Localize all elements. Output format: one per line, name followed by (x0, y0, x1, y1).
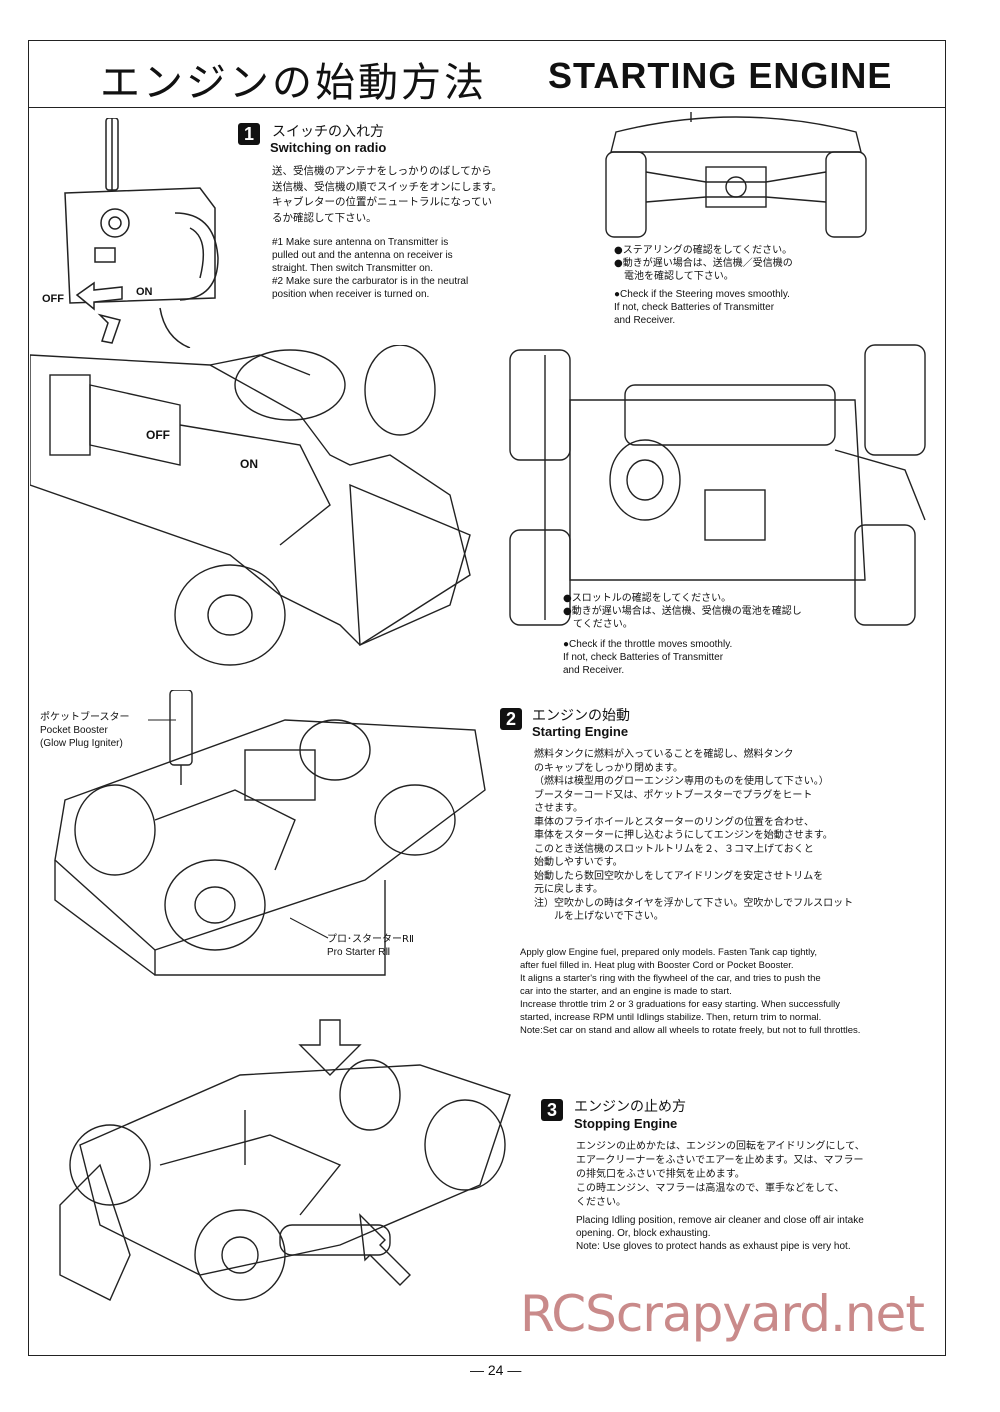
car-stopping-engine-illustration (59, 1019, 511, 1301)
step-3-number: 3 (541, 1099, 563, 1121)
pro-starter-label: プロ･スターターRⅡ Pro Starter RⅡ (327, 934, 414, 958)
page-title-jp: エンジンの始動方法 (100, 60, 487, 106)
step-2-number: 2 (500, 708, 522, 730)
throttle-note-en: ●Check if the throttle moves smoothly. I… (563, 639, 733, 676)
transmitter-illustration (64, 118, 219, 348)
title-bar (28, 40, 946, 108)
pro-starter-leader-line (290, 917, 329, 939)
car-switch-illustration (30, 345, 471, 666)
step-3-body-jp: エンジンの止めかたは、エンジンの回転をアイドリングにして、 エアークリーナーをふ… (576, 1141, 865, 1208)
step-3-title-en: Stopping Engine (574, 1116, 678, 1131)
step-1-number: 1 (238, 123, 260, 145)
step-2-title-en: Starting Engine (532, 724, 629, 739)
steering-note-en: ●Check if the Steering moves smoothly. I… (614, 289, 790, 326)
chassis-top-view-illustration (509, 344, 926, 626)
pocket-booster-leader-line (148, 719, 176, 721)
transmitter-off-label: OFF (42, 293, 64, 305)
step-1-title-jp: スイッチの入れ方 (272, 124, 384, 140)
step-1-title-en: Switching on radio (270, 140, 387, 155)
step-2-body-jp: 燃料タンクに燃料が入っていることを確認し、燃料タンク のキャップをしっかり閉めま… (534, 749, 854, 922)
step-1-body-en: #1 Make sure antenna on Transmitter is p… (272, 237, 469, 300)
car-off-label: OFF (146, 428, 170, 442)
pocket-booster-label: ポケットブースター Pocket Booster (Glow Plug Igni… (40, 712, 130, 749)
steering-note-jp: ●ステアリングの確認をしてください。 ●動きが遅い場合は、送信機／受信機の 電池… (614, 245, 793, 282)
step-3-title-jp: エンジンの止め方 (574, 1099, 686, 1115)
watermark: RCScrapyard.net (520, 1285, 925, 1343)
step-3-body-en: Placing Idling position, remove air clea… (576, 1215, 864, 1252)
page-frame (28, 40, 946, 1356)
page-number: — 24 — (470, 1362, 522, 1378)
throttle-note-jp: ●スロットルの確認をしてください。 ●動きが遅い場合は、送信機、受信機の電池を確… (563, 593, 802, 630)
car-front-view-illustration (605, 112, 867, 238)
step-2-body-en: Apply glow Engine fuel, prepared only mo… (520, 947, 861, 1036)
switch-arrow-icon (75, 281, 123, 344)
car-on-starter-illustration (54, 690, 486, 976)
transmitter-on-label: ON (136, 286, 153, 298)
car-on-label: ON (240, 457, 258, 471)
step-1-body-jp: 送、受信機のアンテナをしっかりのばしてから 送信機、受信機の順でスイッチをオンに… (272, 165, 502, 224)
page-title-en: STARTING ENGINE (548, 55, 893, 96)
step-2-title-jp: エンジンの始動 (532, 708, 630, 724)
